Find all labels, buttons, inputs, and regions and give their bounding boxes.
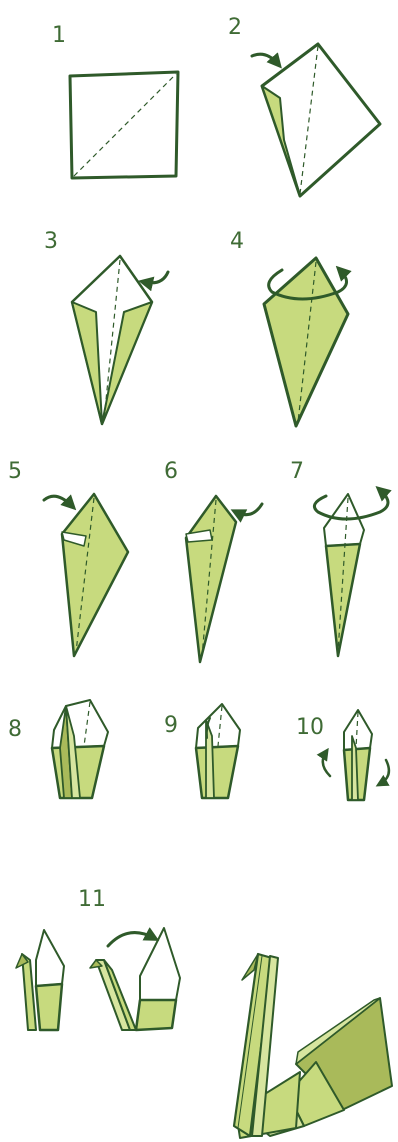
step-11-swan-a: [16, 930, 64, 1030]
step-number-11: 11: [78, 887, 106, 912]
step-10-right-arrow-icon: [380, 760, 389, 784]
step-number-6: 6: [164, 459, 178, 484]
step-3-fold-arrow-icon: [144, 272, 168, 283]
step-2-kite: [252, 44, 380, 196]
step-number-1: 1: [52, 23, 66, 48]
step-number-5: 5: [8, 459, 22, 484]
step-11-fold-arrow-icon: [108, 933, 154, 946]
step-8-model: [52, 700, 108, 798]
step-1-square: [70, 72, 178, 178]
step-9-model: [196, 704, 240, 798]
step-number-4: 4: [230, 229, 244, 254]
origami-swan-final: [234, 954, 392, 1138]
step-10-left-arrow-icon: [323, 752, 330, 776]
step-number-2: 2: [228, 15, 242, 40]
step-number-9: 9: [164, 713, 178, 738]
step-4-kite: [264, 258, 348, 426]
step-number-10: 10: [296, 715, 324, 740]
step-5-fold-arrow-icon: [44, 496, 72, 506]
step-7-model: [314, 490, 388, 656]
step-11-swan-b: [90, 928, 180, 1030]
step-6-fold-arrow-icon: [236, 504, 262, 515]
step-3-kite: [72, 256, 168, 424]
step-2-fold-arrow-icon: [252, 54, 278, 64]
step-number-3: 3: [44, 229, 58, 254]
step-5-kite: [44, 494, 128, 656]
step-number-7: 7: [290, 459, 304, 484]
step-10-model: [323, 710, 389, 800]
step-6-kite: [186, 496, 262, 662]
step-number-8: 8: [8, 717, 22, 742]
